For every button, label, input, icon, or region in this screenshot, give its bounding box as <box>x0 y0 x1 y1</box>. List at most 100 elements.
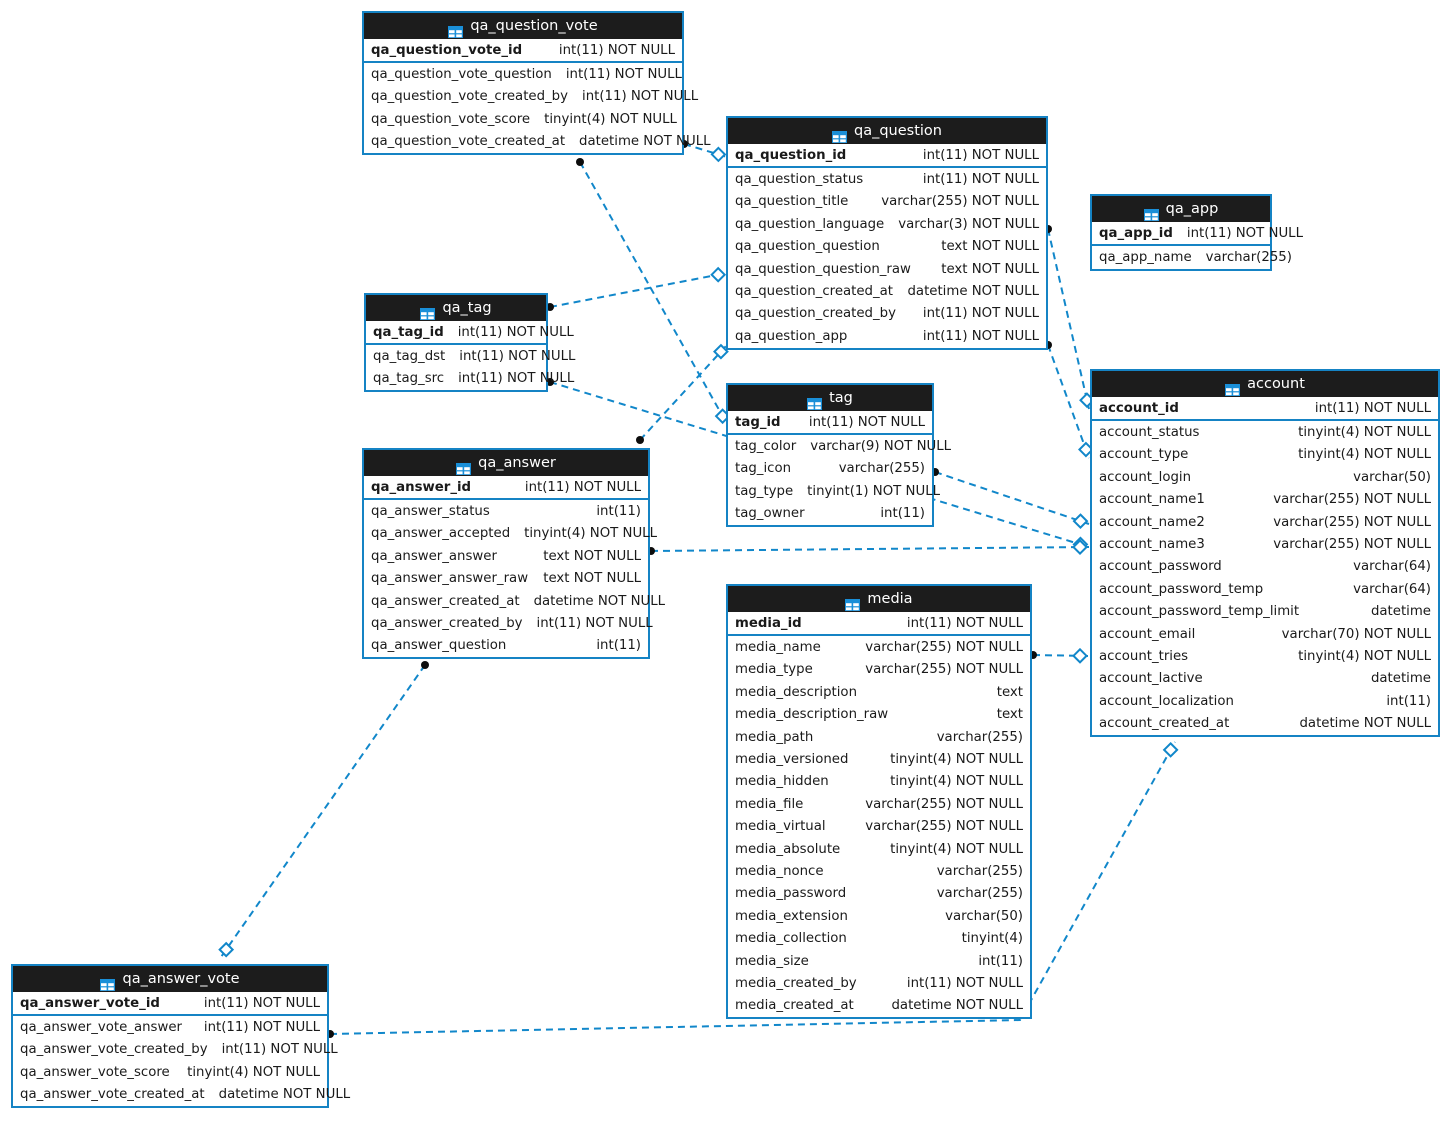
table-header-qa_app[interactable]: qa_app <box>1092 196 1270 222</box>
column-name: media_path <box>735 729 814 745</box>
column-row[interactable]: media_id int(11) NOT NULL <box>728 612 1030 634</box>
column-name: media_extension <box>735 908 848 924</box>
column-row[interactable]: qa_answer_id int(11) NOT NULL <box>364 476 648 498</box>
column-row[interactable]: qa_app_id int(11) NOT NULL <box>1092 222 1303 244</box>
table-header-qa_question_vote[interactable]: qa_question_vote <box>364 13 682 39</box>
table-title: qa_answer <box>478 455 556 471</box>
table-header-qa_tag[interactable]: qa_tag <box>366 295 546 321</box>
column-row[interactable]: qa_question_vote_id int(11) NOT NULL <box>364 39 682 61</box>
table-header-tag[interactable]: tag <box>728 385 932 411</box>
table-qa_question[interactable]: qa_question qa_question_id int(11) NOT N… <box>726 116 1048 350</box>
table-media[interactable]: media media_id int(11) NOT NULL media_na… <box>726 584 1032 1020</box>
table-header-qa_question[interactable]: qa_question <box>728 118 1046 144</box>
table-qa_tag[interactable]: qa_tag qa_tag_id int(11) NOT NULL qa_tag… <box>364 293 575 393</box>
table-qa_answer[interactable]: qa_answer qa_answer_id int(11) NOT NULL … <box>362 448 665 660</box>
column-row[interactable]: qa_question_id int(11) NOT NULL <box>728 144 1046 166</box>
table-header-qa_answer[interactable]: qa_answer <box>364 450 648 476</box>
column-row[interactable]: tag_id int(11) NOT NULL <box>728 411 932 433</box>
table-header-account[interactable]: account <box>1092 371 1438 397</box>
table-qa_app[interactable]: qa_app qa_app_id int(11) NOT NULL qa_app… <box>1090 194 1303 271</box>
pk-section: qa_question_vote_id int(11) NOT NULL <box>364 39 682 64</box>
table-account[interactable]: account account_id int(11) NOT NULL acco… <box>1090 369 1440 737</box>
table-qa_question_vote[interactable]: qa_question_vote qa_question_vote_id int… <box>362 11 711 155</box>
column-name: account_tries <box>1099 648 1189 664</box>
column-type: int(11) NOT NULL <box>524 479 641 495</box>
relationship-link <box>576 158 731 425</box>
column-name: qa_answer_vote_created_by <box>20 1042 208 1058</box>
pk-section: tag_id int(11) NOT NULL <box>728 411 932 436</box>
column-row[interactable]: account_id int(11) NOT NULL <box>1092 397 1438 419</box>
table-header-media[interactable]: media <box>728 586 1030 612</box>
column-row[interactable]: qa_tag_id int(11) NOT NULL <box>366 321 574 343</box>
column-row[interactable]: qa_answer_vote_id int(11) NOT NULL <box>13 992 327 1014</box>
table-header-qa_answer_vote[interactable]: qa_answer_vote <box>13 966 327 992</box>
column-name: media_size <box>735 953 809 969</box>
table-qa_answer_vote[interactable]: qa_answer_vote qa_answer_vote_id int(11)… <box>11 964 350 1108</box>
